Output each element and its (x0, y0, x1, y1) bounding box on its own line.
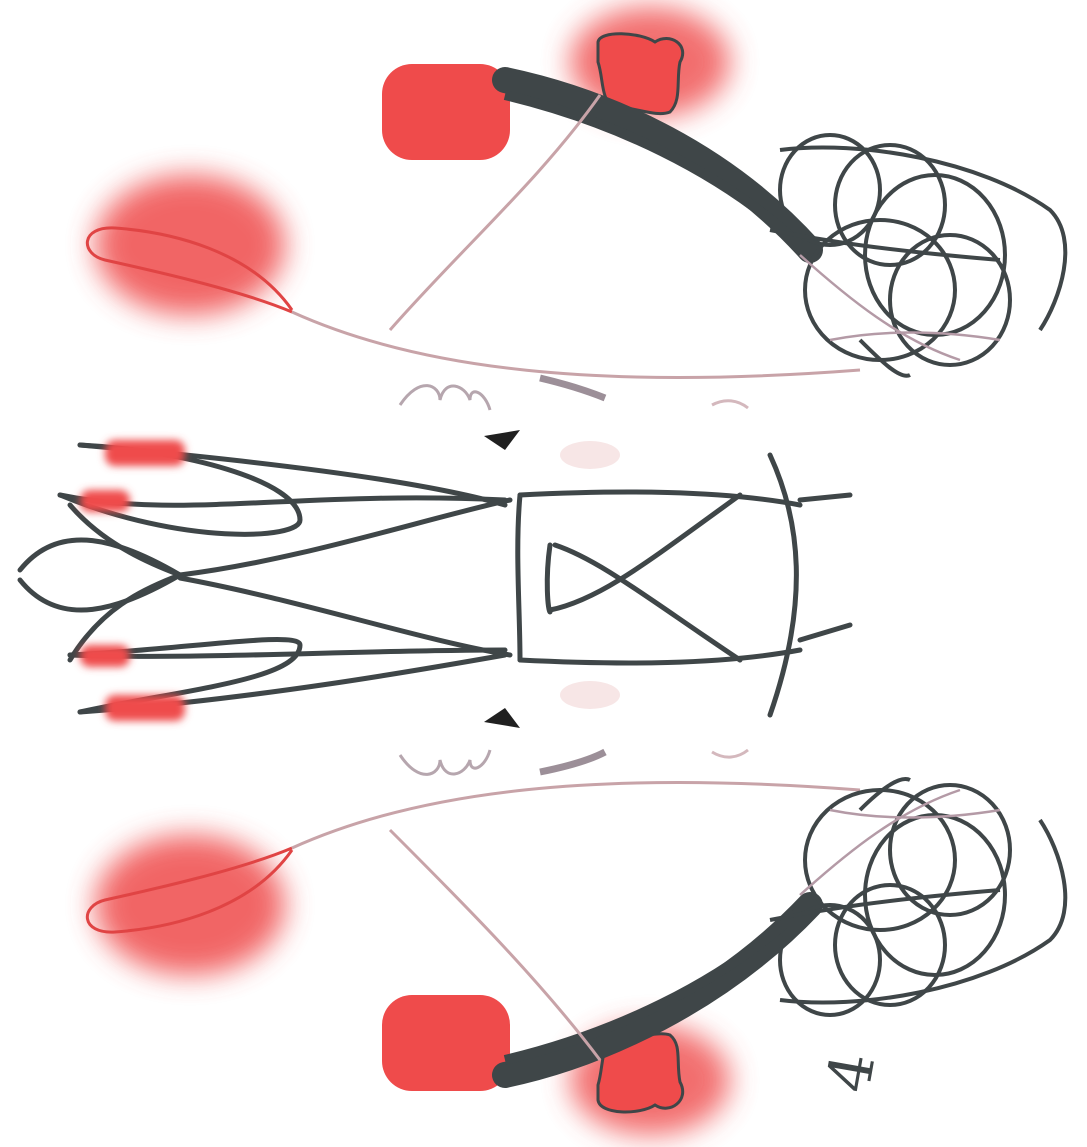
top-left-glow (95, 175, 285, 315)
bottom-square-blob (382, 995, 510, 1091)
top-square-blob (382, 64, 510, 160)
bottom-left-glow (95, 835, 285, 975)
